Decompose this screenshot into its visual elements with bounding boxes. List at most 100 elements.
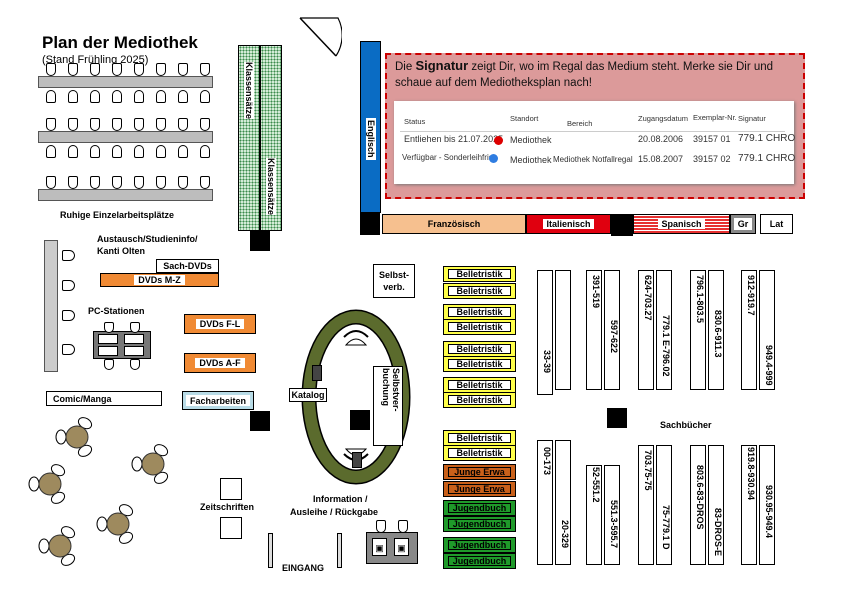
chair-icon (130, 359, 140, 370)
dvds-a-f-label: DVDs A-F (195, 358, 245, 368)
shelf-junge-erwachsene-label: Junge Erwa (448, 484, 511, 494)
klassensaetze-label: Klassensätze (266, 158, 276, 216)
shelf-spanisch-label: Spanisch (658, 219, 705, 229)
available-icon (489, 154, 498, 163)
chair-icon (28, 476, 40, 492)
shelf-belletristik-label: Belletristik (448, 322, 511, 332)
shelf-sachbuecher (708, 445, 724, 565)
lounge-table (65, 425, 89, 449)
chair-icon (38, 538, 50, 554)
pillar (250, 231, 270, 251)
quiet-workspace-label: Ruhige Einzelarbeitsplätze (60, 210, 175, 220)
shelf-sachbuecher (741, 270, 757, 390)
chair-icon (62, 344, 75, 355)
table-cell: 779.1 CHRO (738, 153, 796, 164)
shelf-englisch-label: Englisch (366, 118, 376, 160)
table-header: Signatur (738, 114, 766, 123)
chair-icon (112, 63, 122, 76)
table-header: Bereich (567, 119, 593, 128)
shelf-jugendbuch: Jugendbuch (443, 500, 516, 516)
shelf-belletristik: Belletristik (443, 377, 516, 393)
chair-icon (90, 145, 100, 158)
pillar (360, 213, 380, 235)
table-cell: Mediothek (510, 155, 552, 165)
table-header: Exemplar-Nr. (693, 113, 737, 122)
entrance-post (268, 533, 273, 568)
shelf-belletristik-label: Belletristik (448, 380, 511, 390)
chair-icon (156, 145, 166, 158)
page-title: Plan der Mediothek (42, 33, 198, 52)
shelf-belletristik: Belletristik (443, 283, 516, 299)
table-header: Zugangsdatum (638, 114, 689, 123)
shelf-italienisch-label: Italienisch (543, 219, 594, 229)
chair-icon (68, 118, 78, 131)
chair-icon (112, 145, 122, 158)
terminal-icon (312, 365, 322, 381)
chair-icon (200, 176, 210, 189)
signature-info-text: Die Signatur zeigt Dir, wo im Regal das … (395, 58, 800, 91)
shelf-sachbuecher (586, 270, 602, 390)
chair-icon (62, 250, 75, 261)
shelf-sachbuecher (690, 445, 706, 565)
chair-icon (104, 359, 114, 370)
shelf-sachbuecher (656, 270, 672, 390)
shelf-sachbuecher (537, 270, 553, 395)
chair-icon (178, 145, 188, 158)
selbstverbuchung-label: Selbstver- buchung (381, 368, 401, 412)
pillar (607, 408, 627, 428)
chair-icon (90, 118, 100, 131)
signature-label: 624-703.27 (643, 275, 653, 321)
shelf-jugendbuch-label: Jugendbuch (448, 519, 511, 529)
info-text-pre: Die (395, 61, 416, 73)
chair-icon (90, 176, 100, 189)
information-label: Information / (313, 494, 368, 504)
shelf-griechisch: Gr (730, 214, 756, 234)
chair-icon (55, 429, 67, 445)
lounge-table (48, 534, 72, 558)
shelf-italienisch: Italienisch (526, 214, 611, 234)
computer-icon: ▣ (372, 538, 387, 556)
pillar (250, 411, 270, 431)
selbstverbuchung-box (373, 366, 403, 446)
comic-manga: Comic/Manga (46, 391, 162, 406)
lounge-seating (28, 417, 169, 566)
chair-icon (46, 118, 56, 131)
signature-label: 803.6-83-DROS (695, 465, 705, 530)
chair-icon (134, 176, 144, 189)
information-label: Ausleihe / Rückgabe (290, 507, 379, 517)
shelf-belletristik-label: Belletristik (448, 395, 511, 405)
dvds-f-l-label: DVDs F-L (195, 319, 245, 329)
shelf-jugendbuch: Jugendbuch (443, 537, 516, 553)
klassensaetze-label: Klassensätze (244, 62, 254, 120)
shelf-jugendbuch: Jugendbuch (443, 553, 516, 569)
shelf-sachbuecher (690, 270, 706, 390)
exchange-label: Austausch/Studieninfo/ (97, 234, 198, 244)
signature-label: 75-779.1 D (661, 505, 671, 550)
shelf-sachbuecher (741, 445, 757, 565)
chair-icon (90, 63, 100, 76)
shelf-sachbuecher (537, 440, 553, 565)
shelf-belletristik-label: Belletristik (448, 286, 511, 296)
shelf-spanisch: Spanisch (633, 214, 730, 234)
signature-label: 703.75-75 (643, 450, 653, 491)
chair-icon (178, 90, 188, 103)
signature-label: 597-622 (609, 320, 619, 354)
signature-label: 33-39 (542, 350, 552, 374)
table-divider (400, 131, 785, 132)
terminal-icon (352, 452, 362, 468)
signature-label: 00-173 (542, 447, 552, 476)
chair-icon (46, 90, 56, 103)
signature-label: 912-919.7 (746, 275, 756, 316)
dvds-f-l: DVDs F-L (184, 314, 256, 334)
unavailable-icon (494, 136, 503, 145)
pillar (350, 410, 370, 430)
computer-icon (98, 334, 118, 344)
zeitschriften-label: Zeitschriften (200, 502, 255, 512)
klassensaetze-shelf-1 (238, 45, 260, 231)
door-icon (299, 17, 342, 57)
shelf-sachbuecher (586, 465, 602, 565)
table-cell: 39157 01 (693, 134, 731, 144)
lounge-table (141, 452, 165, 476)
chair-icon (112, 90, 122, 103)
table-cell: 779.1 CHRO (738, 133, 796, 144)
